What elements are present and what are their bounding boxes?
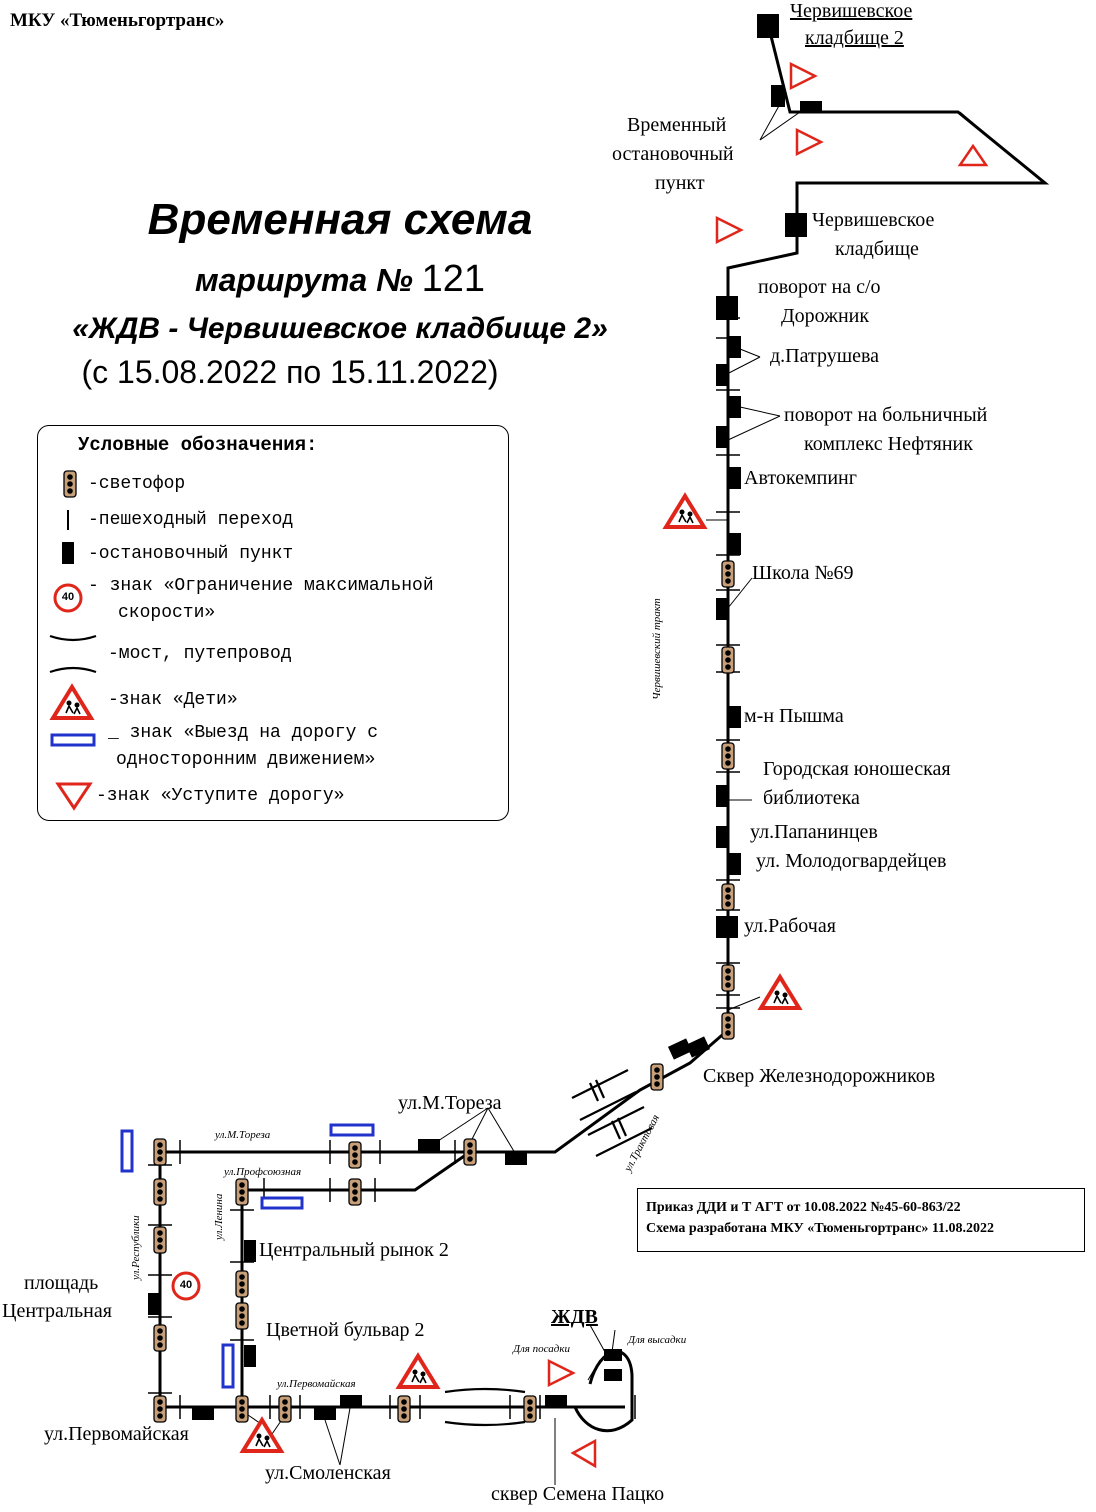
legend-children: -знак «Дети» [108, 690, 238, 710]
street-respubliki: ул.Республики [130, 1215, 142, 1280]
street-m-toreza: ул.М.Тореза [215, 1129, 271, 1141]
yield-signs [547, 62, 989, 1469]
title-period: (с 15.08.2022 по 15.11.2022) [81, 354, 499, 390]
label-posadka: Для посадки [513, 1343, 570, 1355]
legend-speed-value: 40 [61, 591, 75, 603]
stop-ploshad-b: Центральная [2, 1300, 112, 1322]
legend-yield-icon [55, 782, 93, 811]
legend-speed-icon [53, 583, 83, 613]
stop-patrusheva: д.Патрушева [770, 345, 880, 367]
stop-dorozhnik-a: поворот на с/о [758, 276, 881, 298]
legend-title: Условные обозначения: [78, 434, 318, 456]
stop-papanintsev: ул.Папанинцев [750, 821, 878, 843]
stop-school69: Школа №69 [752, 562, 854, 584]
stop-neftyanik-b: комплекс Нефтяник [804, 433, 973, 455]
title-line1: Временная схема [147, 195, 533, 244]
legend-bridge: -мост, путепровод [108, 644, 292, 664]
stop-library-a: Городская юношеская [763, 758, 951, 780]
title-line3: «ЖДВ - Червишевское кладбище 2» [72, 312, 608, 345]
stop-cherv2-b: кладбище 2 [805, 27, 904, 49]
stop-cherv2-a: Червишевское [790, 0, 913, 22]
stop-sqer-zhd: Сквер Железнодорожников [703, 1065, 936, 1087]
stop-temp-b: остановочный [612, 143, 734, 165]
street-pervomayskaya: ул.Первомайская [277, 1378, 356, 1390]
oneway-signs [120, 1123, 375, 1389]
stop-rabochaya: ул.Рабочая [744, 915, 836, 937]
stop-cherv-a: Червишевское [812, 209, 935, 231]
order-line2: Схема разработана МКУ «Тюменьгортранс» 1… [646, 1221, 995, 1236]
stop-library-b: библиотека [763, 787, 860, 809]
stop-pyshma: м-н Пышма [744, 705, 844, 727]
legend-traffic-light-icon [63, 470, 77, 498]
stop-smolenskaya: ул.Смоленская [265, 1462, 391, 1484]
stop-cherv-b: кладбище [835, 238, 919, 260]
map-speed-value: 40 [179, 1279, 193, 1291]
legend-oneway-icon [50, 733, 96, 747]
stop-temp-a: Временный [627, 114, 727, 136]
stop-ploshad-a: площадь [24, 1272, 99, 1294]
stop-dorozhnik-b: Дорожник [781, 305, 870, 327]
legend-oneway-2: односторонним движением» [116, 750, 376, 770]
order-box: Приказ ДДИ и Т АГТ от 10.08.2022 №45-60-… [637, 1188, 1085, 1252]
street-lenina: ул.Ленина [213, 1193, 225, 1240]
legend-traffic-light: -светофор [88, 474, 186, 494]
legend-bridge-icon [49, 634, 97, 674]
legend-stop: -остановочный пункт [88, 544, 294, 564]
stop-markers [148, 14, 822, 1420]
legend-speed-1: - знак «Ограничение максимальной [88, 576, 434, 596]
legend-stop-icon [62, 542, 74, 564]
stop-toreza: ул.М.Тореза [398, 1092, 502, 1114]
label-vysadka: Для высадки [628, 1334, 687, 1346]
stop-patsko: сквер Семена Пацко [491, 1483, 665, 1505]
route-number: 121 [421, 258, 486, 300]
bridge-symbols [444, 1069, 653, 1427]
stop-tsvet-bulvar: Цветной бульвар 2 [266, 1319, 425, 1341]
legend-yield: -знак «Уступите дорогу» [96, 786, 345, 806]
legend-children-icon [51, 685, 93, 720]
stop-tsentr-rynok: Центральный рынок 2 [259, 1239, 449, 1261]
legend-crosswalk: -пешеходный переход [88, 510, 294, 530]
street-chervishevsky: Червишевский тракт [651, 598, 663, 700]
legend-box: Условные обозначения: -светофор -пешеход… [37, 425, 509, 821]
legend-oneway-1: _ знак «Выезд на дорогу с [108, 723, 379, 743]
stop-avtokemping: Автокемпинг [744, 467, 857, 489]
order-line1: Приказ ДДИ и Т АГТ от 10.08.2022 №45-60-… [646, 1200, 961, 1215]
title-line2: маршрута № 121 [0, 258, 680, 301]
route-prefix: маршрута № [194, 262, 413, 298]
organization-name: МКУ «Тюменьгортранс» [10, 10, 225, 31]
stop-zhdv: ЖДВ [551, 1306, 598, 1328]
legend-icons [49, 470, 97, 811]
stop-pervomayskaya: ул.Первомайская [44, 1423, 189, 1445]
legend-speed-2: скорости» [118, 603, 216, 623]
speed-limit-sign [171, 1271, 201, 1301]
stop-temp-c: пункт [655, 172, 705, 194]
stop-neftyanik-a: поворот на больничный [784, 404, 988, 426]
stop-molodogvard: ул. Молодогвардейцев [756, 850, 947, 872]
street-profsoyuznaya: ул.Профсоюзная [224, 1166, 302, 1178]
